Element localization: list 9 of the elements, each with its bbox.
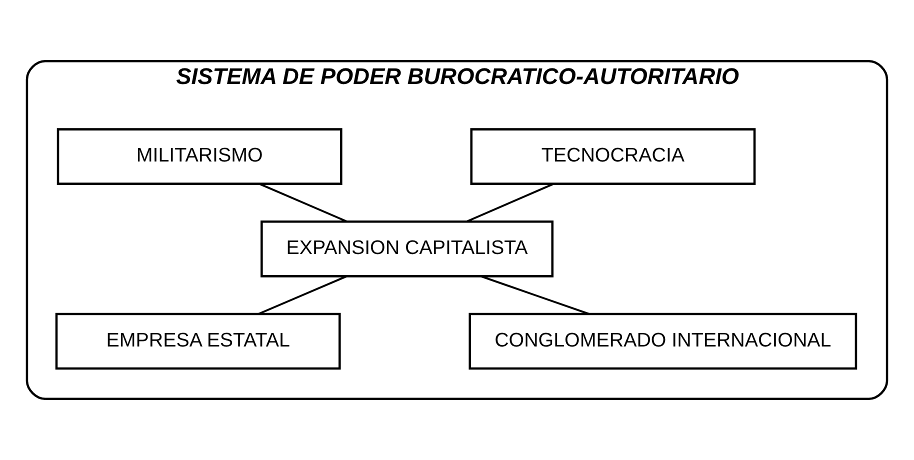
connector: [466, 183, 554, 223]
node-box: EXPANSION CAPITALISTA: [260, 220, 554, 278]
node-box: TECNOCRACIA: [470, 128, 756, 185]
connector: [258, 275, 347, 315]
connector: [259, 183, 348, 223]
node-box: CONGLOMERADO INTERNACIONAL: [468, 312, 858, 370]
node-box: EMPRESA ESTATAL: [55, 312, 341, 370]
node-box: MILITARISMO: [56, 128, 342, 185]
connector: [480, 275, 590, 315]
